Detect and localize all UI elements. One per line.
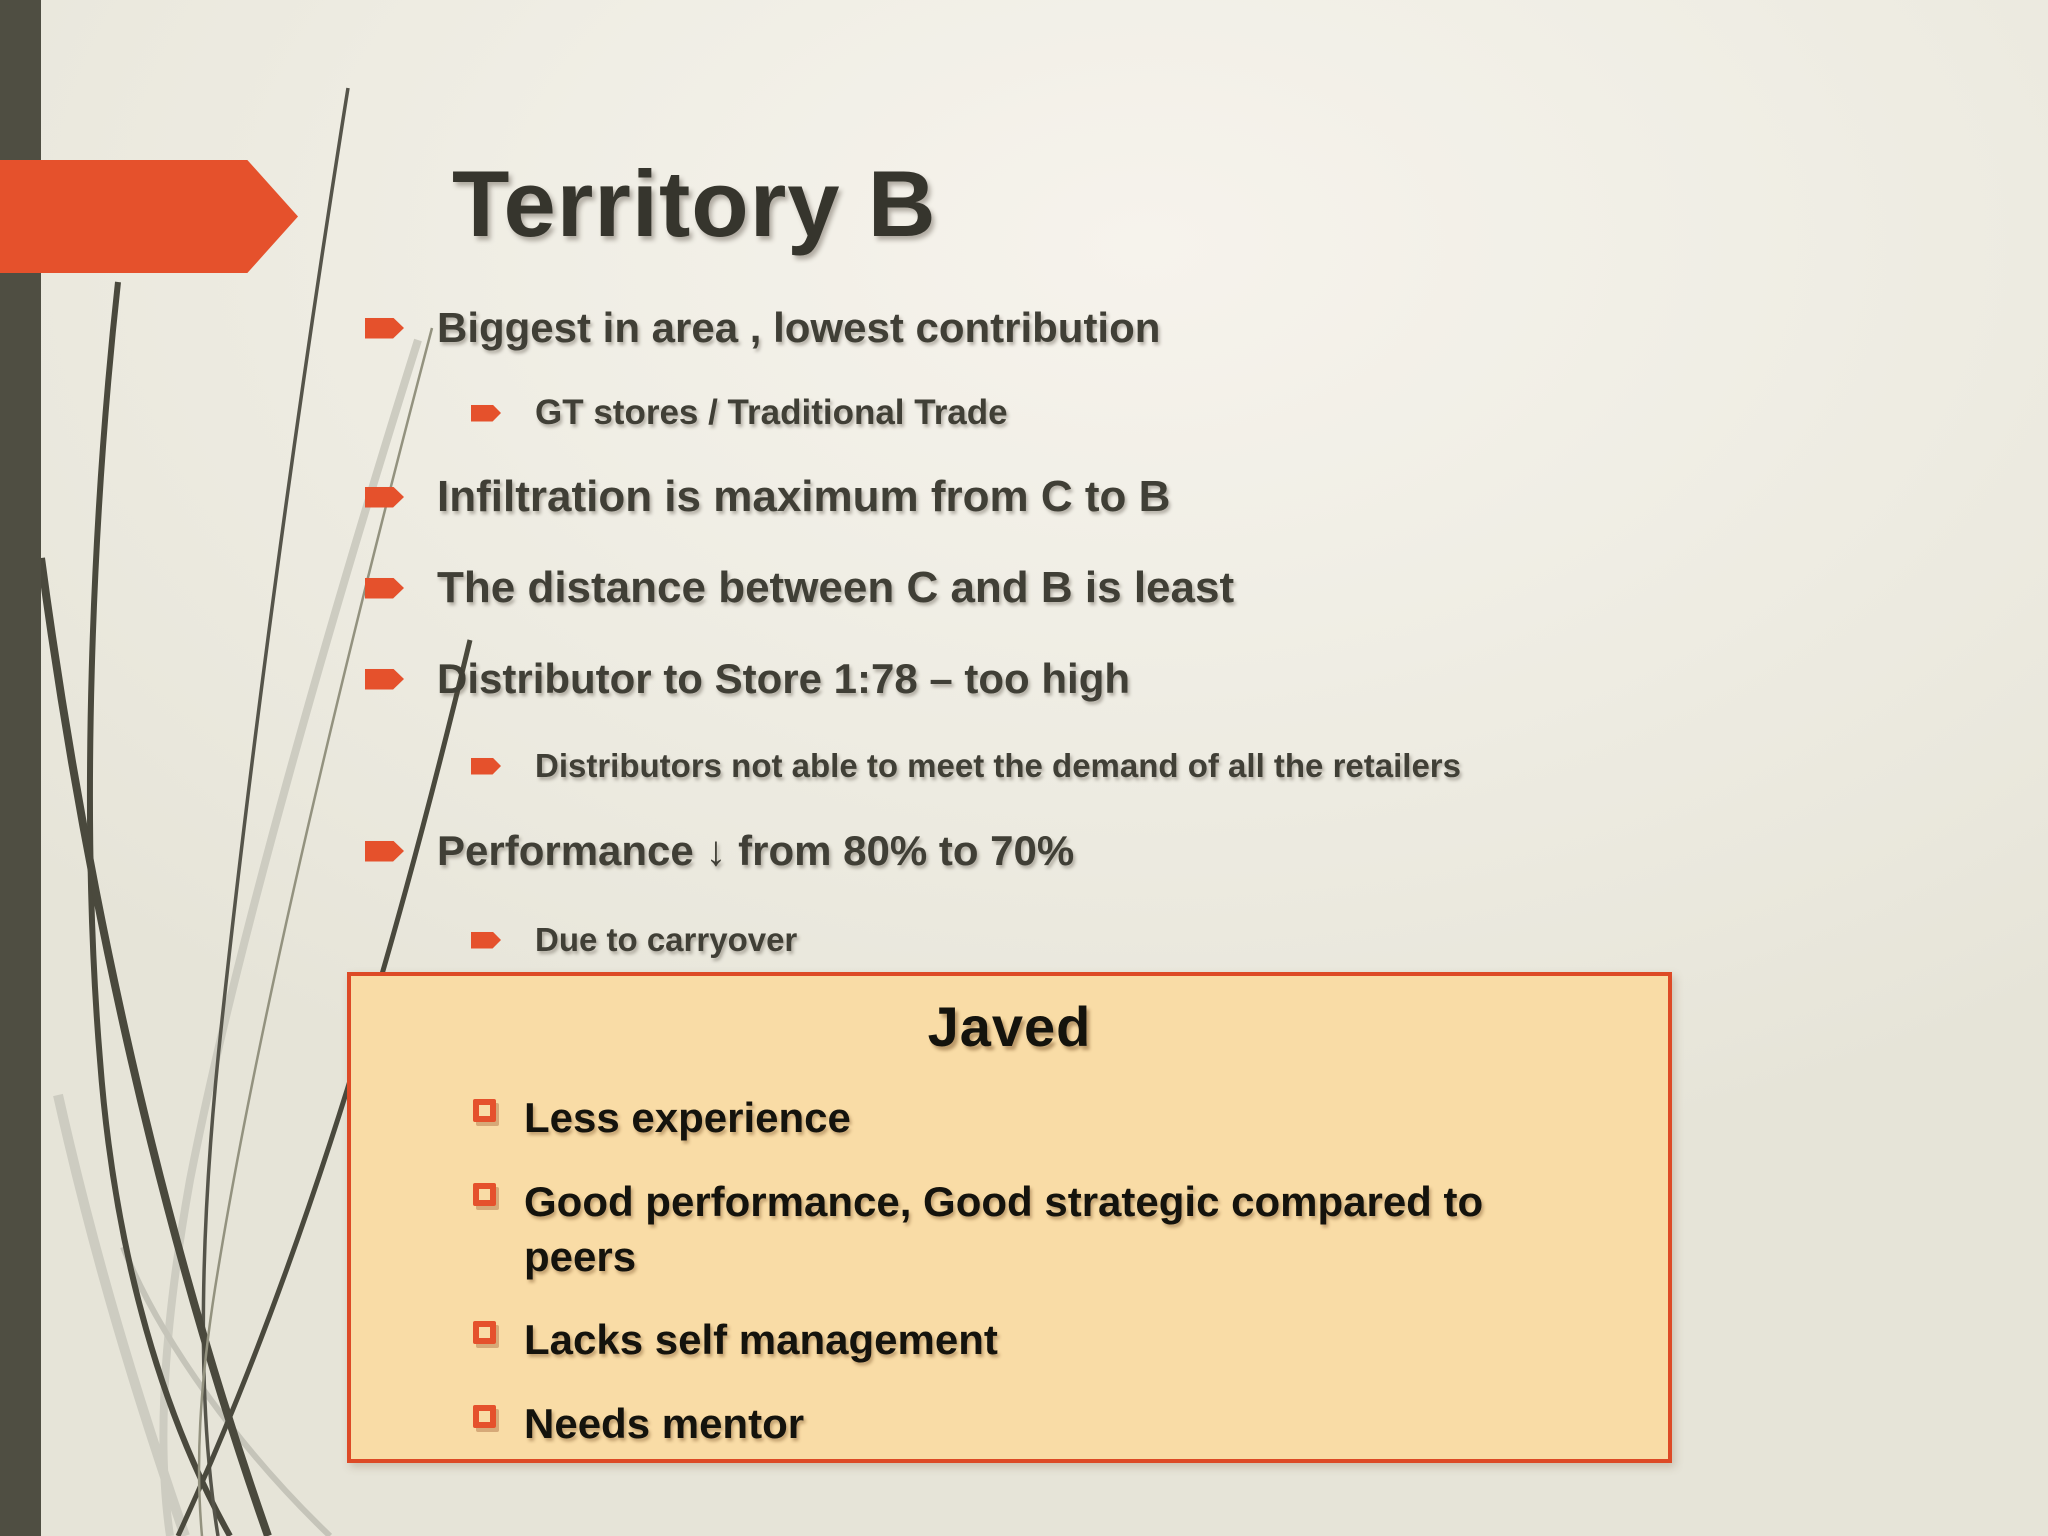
bullet-item: The distance between C and B is least [365, 559, 1234, 617]
square-bullet-icon [473, 1321, 496, 1344]
sub-bullet-item: Due to carryover [471, 917, 797, 963]
arrow-bullet-icon [365, 840, 404, 862]
arrow-bullet-icon [365, 668, 404, 690]
title-arrow-banner [0, 160, 298, 273]
bullet-text: GT stores / Traditional Trade [535, 393, 1008, 432]
arrow-bullet-icon [365, 577, 404, 599]
callout-item-text: Needs mentor [524, 1400, 805, 1447]
arrow-bullet-icon [471, 404, 501, 422]
bullet-text: Biggest in area , lowest contribution [437, 304, 1161, 351]
callout-item: Lacks self management [473, 1312, 998, 1367]
arrow-bullet-icon [365, 317, 404, 339]
callout-item: Less experience [473, 1090, 851, 1145]
arrow-bullet-icon [365, 486, 404, 508]
sub-bullet-item: Distributors not able to meet the demand… [471, 743, 1461, 789]
square-bullet-icon [473, 1183, 496, 1206]
bullet-text: Distributor to Store 1:78 – too high [437, 655, 1131, 702]
square-bullet-icon [473, 1405, 496, 1428]
bullet-item: Biggest in area , lowest contribution [365, 300, 1160, 356]
square-bullet-icon [473, 1099, 496, 1122]
callout-item-text: Less experience [524, 1094, 851, 1141]
arrow-bullet-icon [471, 757, 501, 775]
callout-item-text: Lacks self management [524, 1316, 998, 1363]
bullet-text: Due to carryover [535, 921, 798, 958]
callout-item: Needs mentor [473, 1396, 804, 1451]
arrow-bullet-icon [471, 931, 501, 949]
callout-title: Javed [927, 995, 1092, 1058]
page-title: Territory B [452, 151, 937, 256]
callout-box: Javed Less experience Good performance, … [347, 972, 1672, 1463]
bullet-item: Performance ↓ from 80% to 70% [365, 823, 1074, 879]
sub-bullet-item: GT stores / Traditional Trade [471, 390, 1008, 436]
callout-item-text: Good performance, Good strategic compare… [524, 1178, 1484, 1281]
bullet-text: Distributors not able to meet the demand… [535, 747, 1461, 784]
bullet-text: Infiltration is maximum from C to B [437, 472, 1171, 521]
bullet-item: Infiltration is maximum from C to B [365, 468, 1170, 526]
bullet-item: Distributor to Store 1:78 – too high [365, 651, 1130, 707]
bullet-text: The distance between C and B is least [437, 563, 1235, 612]
callout-item: Good performance, Good strategic compare… [473, 1174, 1584, 1285]
bullet-text: Performance ↓ from 80% to 70% [437, 827, 1075, 874]
